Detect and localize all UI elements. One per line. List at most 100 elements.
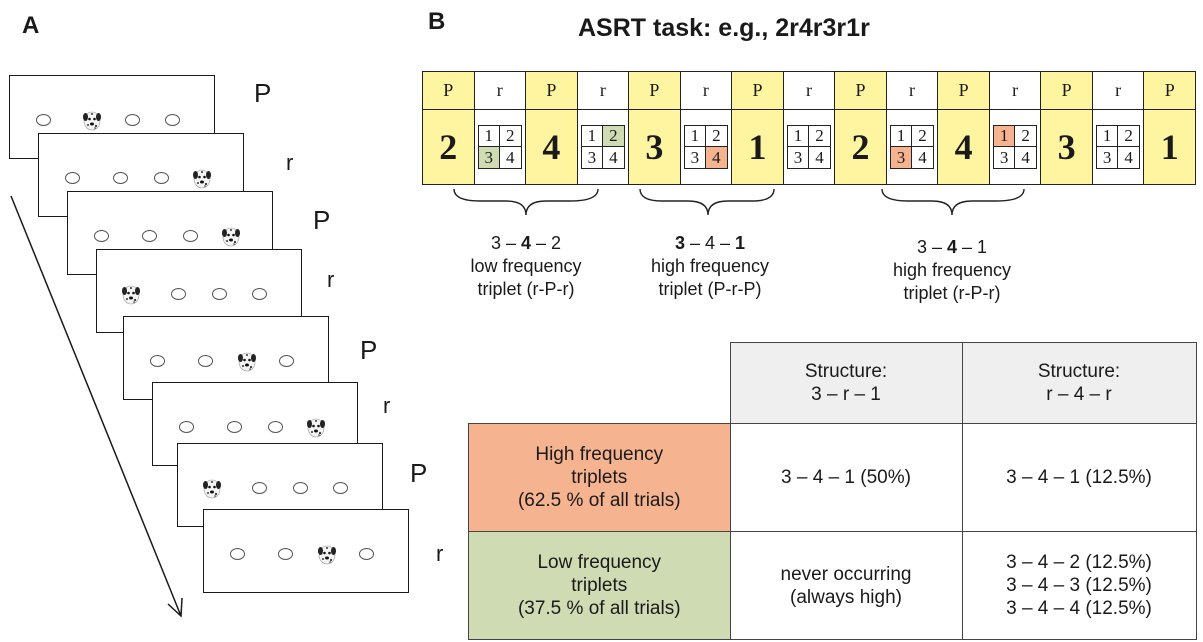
target-circle — [94, 230, 109, 242]
row-label-low: Low frequency triplets (37.5 % of all tr… — [468, 531, 731, 640]
target-circle — [179, 421, 194, 433]
grid-cell: 2 — [1015, 126, 1037, 147]
trial-screen — [203, 509, 409, 593]
panel-a-label: A — [22, 12, 40, 39]
grid-cell: 1 — [1097, 126, 1119, 147]
header-structure-r4r: Structure: r – 4 – r — [961, 342, 1197, 424]
pattern-position-cell: 3 — [629, 110, 680, 184]
dalmatian-dog-icon — [83, 111, 101, 131]
asrt-title: ASRT task: e.g., 2r4r3r1r — [578, 14, 870, 42]
pattern-position-number: 4 — [542, 127, 561, 167]
grid-cell: 4 — [808, 147, 830, 168]
cell-high-3r1: 3 – 4 – 1 (50%) — [729, 423, 963, 532]
grid-cell: 3 — [994, 147, 1016, 168]
grid-cell: 1 — [684, 126, 706, 147]
cell-low-3r1: never occurring (always high) — [729, 531, 963, 640]
pattern-position-cell: 3 — [1041, 110, 1092, 184]
dalmatian-dog-icon — [307, 418, 325, 438]
dalmatian-dog-icon — [193, 169, 211, 189]
target-circle — [171, 288, 186, 300]
target-circle — [293, 482, 308, 494]
trial-type-cell: r — [577, 72, 629, 110]
triplet-label-high-prp: 3 – 4 – 1 high frequency triplet (P-r-P) — [650, 233, 770, 299]
target-circle — [198, 355, 213, 367]
pattern-position-cell: 2 — [835, 110, 886, 184]
pattern-position-number: 1 — [1160, 127, 1179, 167]
pattern-position-number: 3 — [645, 127, 664, 167]
trial-type-cell: P — [423, 72, 474, 110]
target-circle — [268, 421, 283, 433]
dalmatian-dog-icon — [203, 479, 221, 499]
time-arrow — [10, 195, 183, 618]
cell-high-r4r: 3 – 4 – 1 (12.5%) — [961, 423, 1197, 532]
trial-type-cell: r — [989, 72, 1041, 110]
header-structure-3r1: Structure: 3 – r – 1 — [729, 342, 963, 424]
grid-cell: 4 — [912, 147, 934, 168]
target-circle — [333, 482, 348, 494]
target-circle — [252, 288, 267, 300]
trial-type-cell: r — [1092, 72, 1144, 110]
grid-cell: 3 — [478, 147, 500, 168]
pattern-position-number: 2 — [851, 127, 870, 167]
pattern-position-number: 2 — [439, 127, 458, 167]
trial-type-cell: P — [526, 72, 577, 110]
pattern-position-cell: 1 — [1144, 110, 1195, 184]
pattern-position-number: 3 — [1057, 127, 1076, 167]
grid-cell: 2 — [1118, 126, 1140, 147]
target-circle — [36, 114, 51, 126]
trial-type-label: r — [327, 267, 335, 292]
grid-cell: 4 — [499, 147, 521, 168]
grid-cell: 1 — [891, 126, 913, 147]
trial-type-cell: P — [1144, 72, 1195, 110]
triplet-label-high-rpr: 3 – 4 – 1 high frequency triplet (r-P-r) — [892, 237, 1012, 303]
target-circle — [212, 288, 227, 300]
grid-cell: 3 — [787, 147, 809, 168]
frequency-table: Structure: 3 – r – 1 Structure: r – 4 – … — [468, 342, 1197, 640]
grid-cell: 1 — [994, 126, 1016, 147]
trial-type-cell: P — [1041, 72, 1092, 110]
target-circle — [230, 548, 245, 560]
dalmatian-dog-icon — [238, 352, 256, 372]
trial-type-cell: r — [474, 72, 526, 110]
trial-type-cell: r — [886, 72, 938, 110]
trial-type-label: P — [410, 458, 428, 488]
grid-cell: 3 — [684, 147, 706, 168]
grid-cell: 1 — [478, 126, 500, 147]
target-circle — [142, 230, 157, 242]
pattern-position-cell: 4 — [938, 110, 989, 184]
target-circle — [165, 114, 180, 126]
target-circle — [65, 172, 80, 184]
brace-high-rpr — [881, 188, 1025, 216]
target-circle — [154, 172, 169, 184]
dalmatian-dog-icon — [222, 227, 240, 247]
trial-type-cell: P — [835, 72, 886, 110]
target-circle — [150, 355, 165, 367]
grid-cell: 3 — [1097, 147, 1119, 168]
pattern-position-cell: 4 — [526, 110, 577, 184]
